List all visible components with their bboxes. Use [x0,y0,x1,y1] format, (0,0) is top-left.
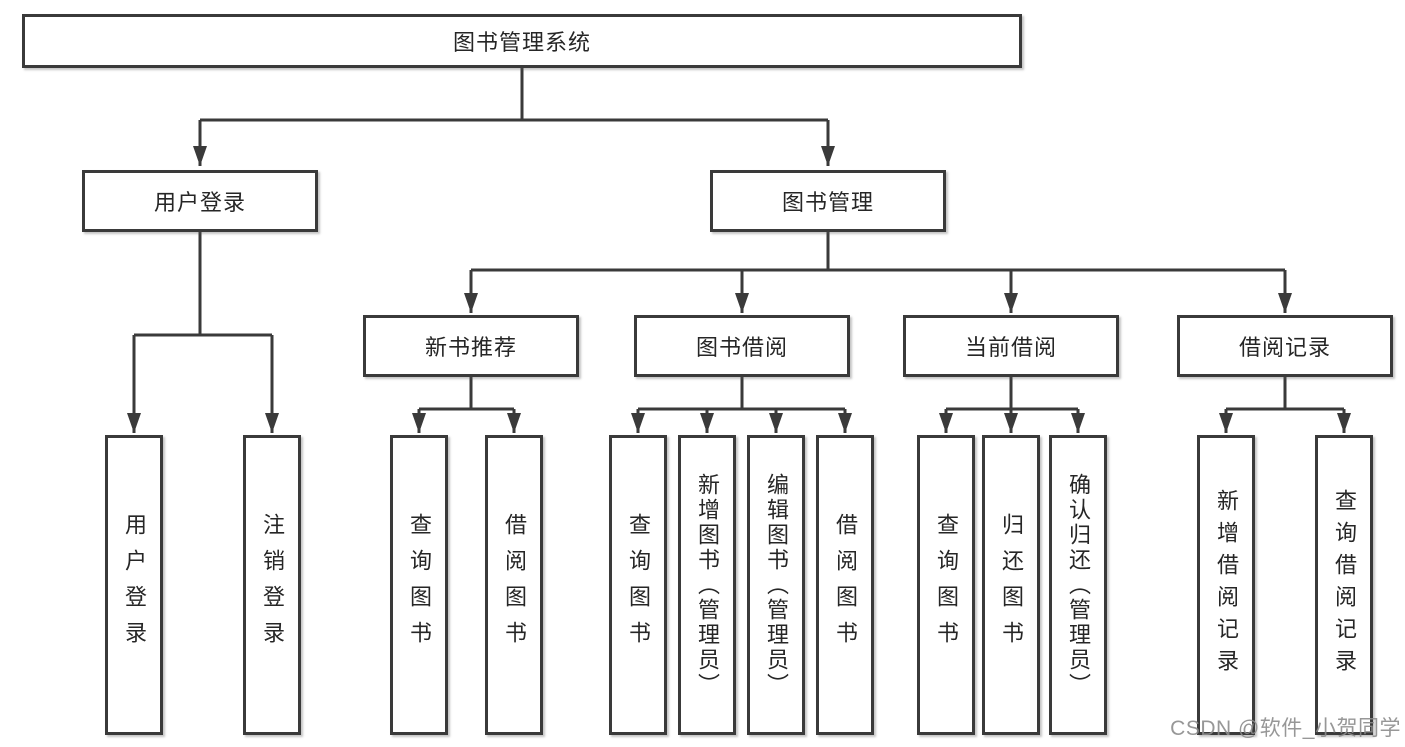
connector-user-login-trunk [134,232,272,337]
leaf-query-borrow-record-label: 查询借阅记录 [1332,489,1357,681]
leaf-query-books-2: 查询图书 [609,435,667,735]
leaf-borrow-books-1-label: 借阅图书 [502,513,527,657]
leaf-return-books-label: 归还图书 [999,513,1024,657]
connector-current-borrow-trunk [946,377,1078,411]
leaf-edit-book-admin-label: 编辑图书（管理员） [764,472,789,698]
node-book-borrow: 图书借阅 [634,315,850,377]
leaf-query-books-3: 查询图书 [917,435,975,735]
csdn-watermark: CSDN @软件_小贺同学 [1170,717,1401,740]
leaf-borrow-books-1: 借阅图书 [485,435,543,735]
node-user-login: 用户登录 [82,170,318,232]
leaf-confirm-return-admin-label: 确认归还（管理员） [1066,472,1091,698]
leaf-query-books-1-label: 查询图书 [407,513,432,657]
connector-root-trunk [200,68,828,122]
leaf-user-login: 用户登录 [105,435,163,735]
connector-book-management-trunk [471,232,1285,272]
leaf-borrow-books-2: 借阅图书 [816,435,874,735]
leaf-borrow-books-2-label: 借阅图书 [833,513,858,657]
node-new-book-recommend: 新书推荐 [363,315,579,377]
leaf-add-borrow-record-label: 新增借阅记录 [1214,489,1239,681]
leaf-user-login-label: 用户登录 [122,513,147,657]
node-current-borrow: 当前借阅 [903,315,1119,377]
leaf-add-borrow-record: 新增借阅记录 [1197,435,1255,735]
leaf-confirm-return-admin: 确认归还（管理员） [1049,435,1107,735]
leaf-return-books: 归还图书 [982,435,1040,735]
leaf-query-books-1: 查询图书 [390,435,448,735]
connector-book-borrow-trunk [638,377,845,411]
node-library-system: 图书管理系统 [22,14,1022,68]
leaf-add-book-admin: 新增图书（管理员） [678,435,736,735]
leaf-add-book-admin-label: 新增图书（管理员） [695,472,720,698]
leaf-logout-label: 注销登录 [260,513,285,657]
leaf-edit-book-admin: 编辑图书（管理员） [747,435,805,735]
connector-new-book-trunk [419,377,514,411]
connector-borrow-records-trunk [1226,377,1344,411]
leaf-query-borrow-record: 查询借阅记录 [1315,435,1373,735]
leaf-logout: 注销登录 [243,435,301,735]
node-book-management: 图书管理 [710,170,946,232]
leaf-query-books-2-label: 查询图书 [626,513,651,657]
leaf-query-books-3-label: 查询图书 [934,513,959,657]
node-borrow-records: 借阅记录 [1177,315,1393,377]
